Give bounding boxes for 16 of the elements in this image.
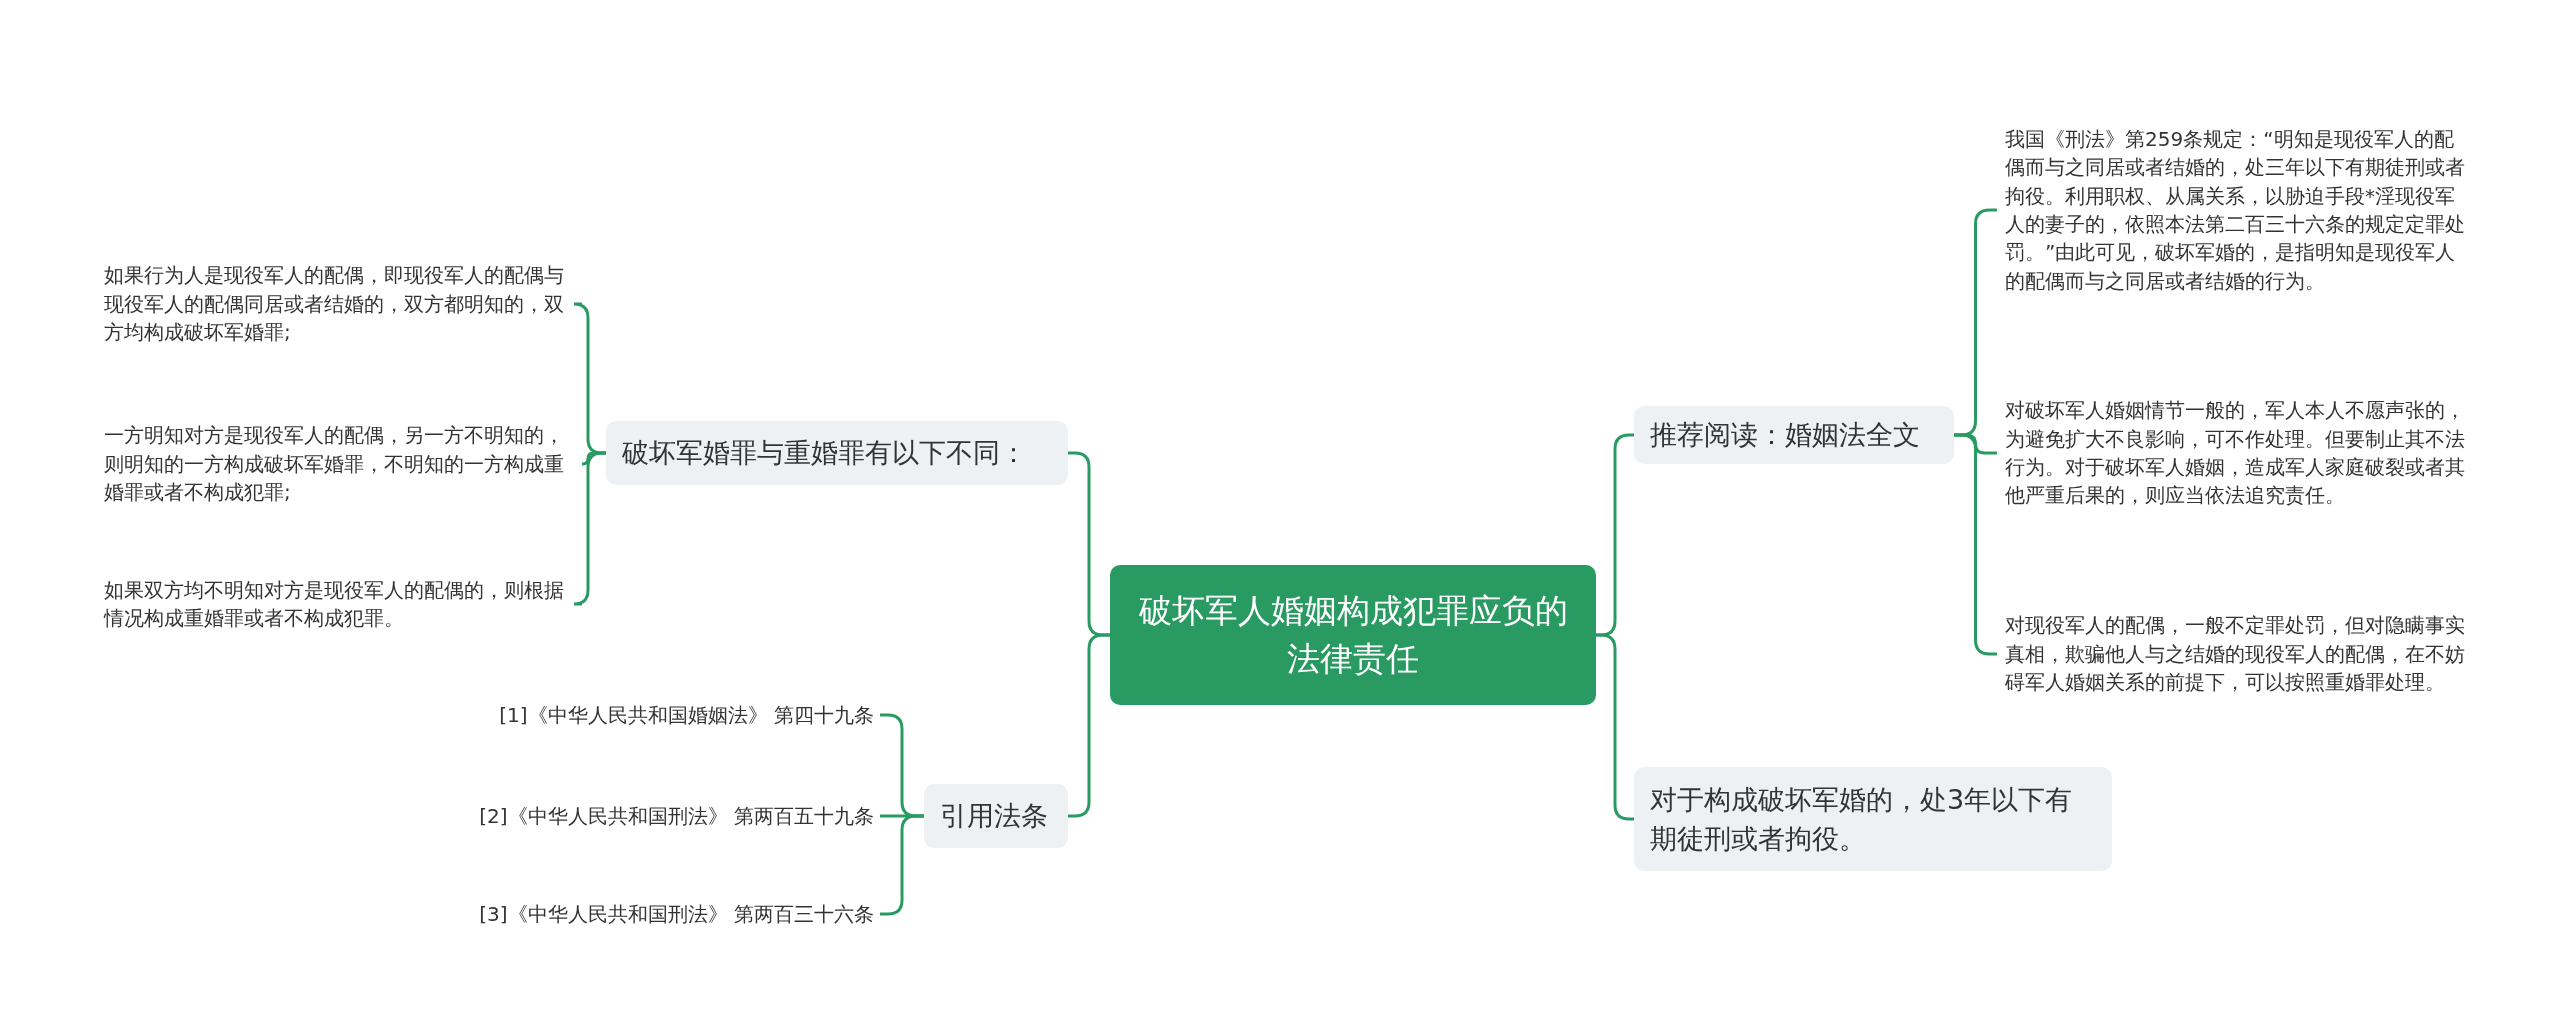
- topic-box: 破坏军婚罪与重婚罪有以下不同：: [606, 421, 1068, 485]
- topic-box: 推荐阅读：婚姻法全文: [1634, 406, 1954, 464]
- note-text: 一方明知对方是现役军人的配偶，另一方不明知的，则明知的一方构成破坏军婚罪，不明知的一方构成重婚罪或者不构成犯罪;: [104, 418, 574, 510]
- reference-text: [2]《中华人民共和国刑法》 第两百五十九条: [400, 801, 874, 831]
- reference-text: [3]《中华人民共和国刑法》 第两百三十六条: [400, 899, 874, 929]
- note-text: 我国《刑法》第259条规定：“明知是现役军人的配偶而与之同居或者结婚的，处三年以下有期徒刑或者拘役。利用职权、从属关系，以胁迫手段*淫现役军人的妻子的，依照本法第二百三十六条的规定定罪处罚。”由此可见，破坏军婚的，是指明知是现役军人的配偶而与之同居或者结婚的行为。: [2005, 108, 2467, 312]
- note-text: 对现役军人的配偶，一般不定罪处罚，但对隐瞒事实真相，欺骗他人与之结婚的现役军人的配偶，在不妨碍军人婚姻关系的前提下，可以按照重婚罪处理。: [2005, 596, 2467, 712]
- note-text: 如果行为人是现役军人的配偶，即现役军人的配偶与现役军人的配偶同居或者结婚的，双方都明知的，双方均构成破坏军婚罪;: [104, 258, 574, 350]
- central-topic-box: 破坏军人婚姻构成犯罪应负的法律责任: [1110, 565, 1596, 705]
- note-text: 对破坏军人婚姻情节一般的，军人本人不愿声张的，为避免扩大不良影响，可不作处理。但要制止其不法行为。对于破坏军人婚姻，造成军人家庭破裂或者其他严重后果的，则应当依法追究责任。: [2005, 380, 2467, 526]
- connector-line: [1596, 633, 1634, 821]
- reference-text: [1]《中华人民共和国婚姻法》 第四十九条: [400, 700, 874, 730]
- topic-box: 对于构成破坏军婚的，处3年以下有期徒刑或者拘役。: [1634, 767, 2112, 871]
- topic-box: 引用法条: [924, 784, 1068, 848]
- note-text: 如果双方均不明知对方是现役军人的配偶的，则根据情况构成重婚罪或者不构成犯罪。: [104, 572, 574, 636]
- connector-line: [1068, 633, 1110, 818]
